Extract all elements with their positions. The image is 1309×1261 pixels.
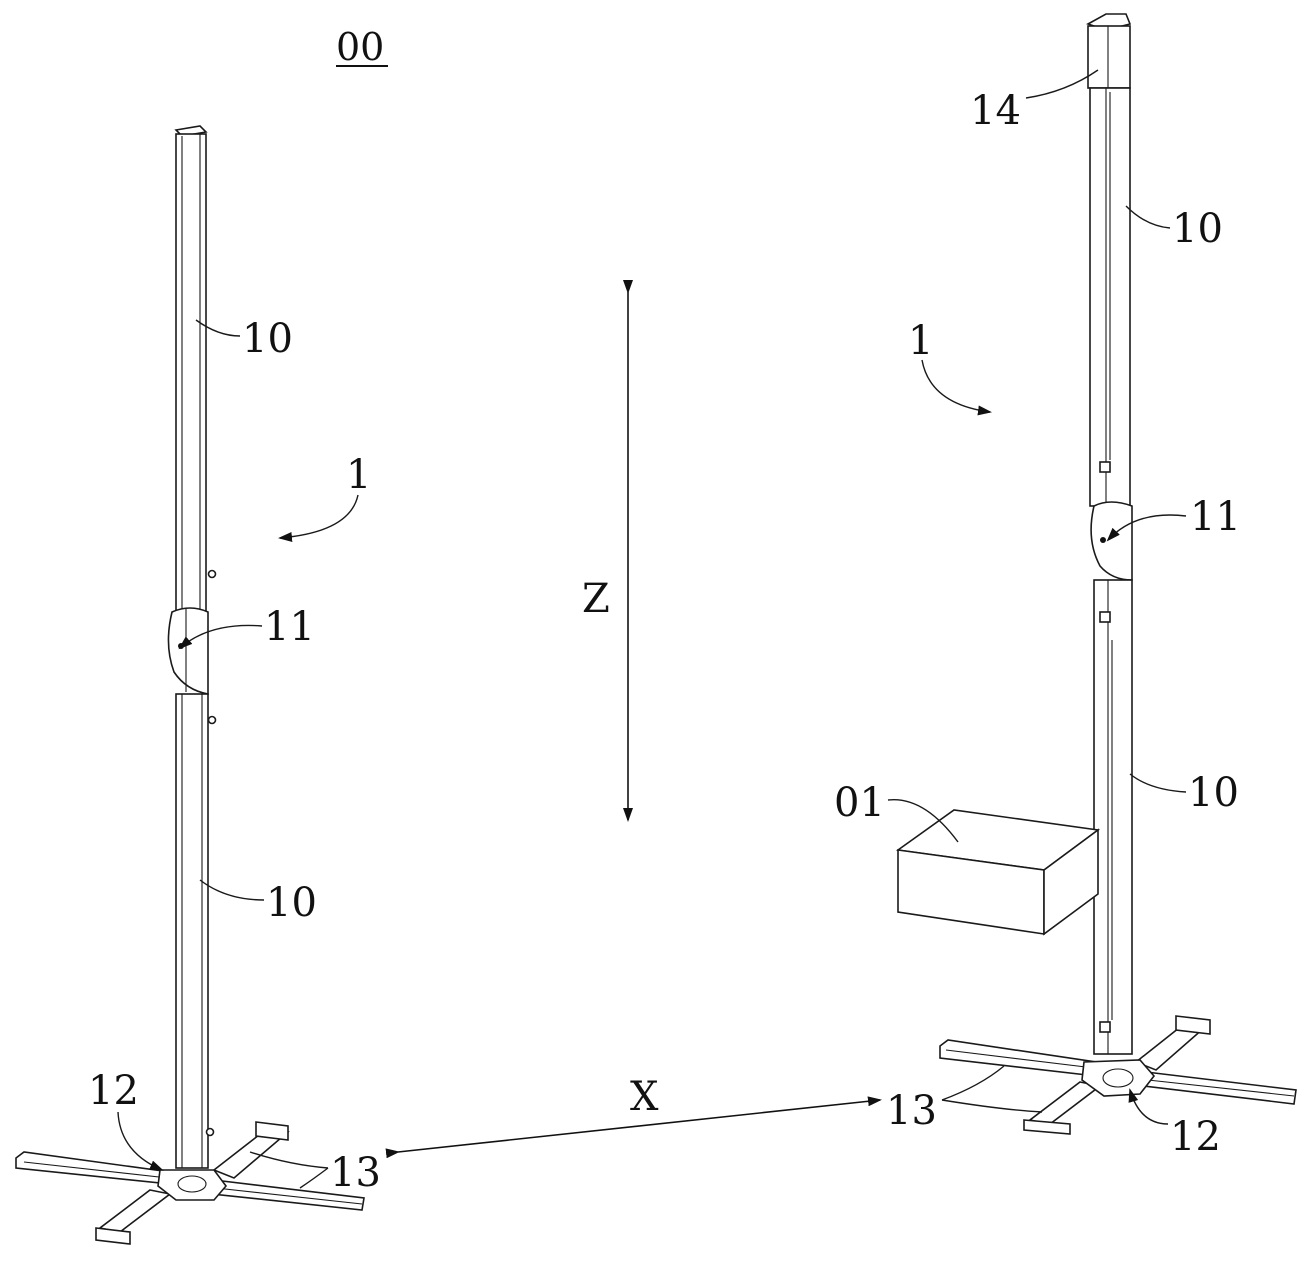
leader-left-joint-11 <box>178 624 263 650</box>
leader-left-hub-12 <box>117 1111 164 1171</box>
right-top-cap <box>1086 13 1132 89</box>
left-hub-label: 12 <box>88 1068 139 1114</box>
right-cap-label: 14 <box>970 88 1021 134</box>
leader-right-hub-12 <box>1128 1088 1169 1125</box>
leader-right-legs-13a <box>941 1065 1005 1101</box>
leader-right-lower-10 <box>1129 773 1187 793</box>
left-lower-pole-label: 10 <box>266 880 317 926</box>
left-lower-pole <box>175 693 215 1169</box>
left-assembly-label: 1 <box>346 452 371 498</box>
right-assembly-arrow <box>921 359 992 416</box>
leader-left-legs-13 <box>249 1151 329 1169</box>
right-lower-pole-label: 10 <box>1188 770 1239 816</box>
right-base <box>939 1015 1297 1135</box>
leader-left-upper-10 <box>195 319 241 337</box>
leader-right-legs-13b <box>941 1099 1043 1113</box>
leader-left-legs-13b <box>299 1167 329 1189</box>
right-hub-label: 12 <box>1170 1114 1221 1160</box>
x-axis-arrow <box>385 1096 882 1159</box>
left-assembly-arrow <box>278 494 359 542</box>
right-stand <box>895 13 1297 1135</box>
right-joint <box>1090 501 1133 581</box>
right-legs-label: 13 <box>886 1088 937 1134</box>
box-01 <box>895 809 1101 936</box>
leader-right-cap-14 <box>1025 69 1099 99</box>
right-upper-pole <box>1089 87 1131 507</box>
left-legs-label: 13 <box>330 1150 381 1196</box>
assembly-label: 00 <box>336 25 384 69</box>
left-upper-pole-label: 10 <box>242 316 293 362</box>
left-joint <box>167 569 217 725</box>
left-joint-label: 11 <box>264 604 315 650</box>
leader-right-box-01 <box>887 799 959 843</box>
left-base <box>15 1121 365 1245</box>
x-axis-label: X <box>630 1074 659 1120</box>
right-joint-label: 11 <box>1190 494 1241 540</box>
right-box-label: 01 <box>834 780 885 826</box>
right-upper-pole-label: 10 <box>1172 206 1223 252</box>
leader-left-lower-10 <box>199 879 265 901</box>
leader-right-upper-10 <box>1125 205 1171 229</box>
left-stand <box>15 125 365 1245</box>
z-axis-label: Z <box>582 576 610 622</box>
right-lower-pole <box>1093 579 1133 1055</box>
left-upper-pole <box>174 125 208 640</box>
leader-right-joint-11 <box>1106 514 1187 542</box>
right-assembly-label: 1 <box>908 318 933 364</box>
